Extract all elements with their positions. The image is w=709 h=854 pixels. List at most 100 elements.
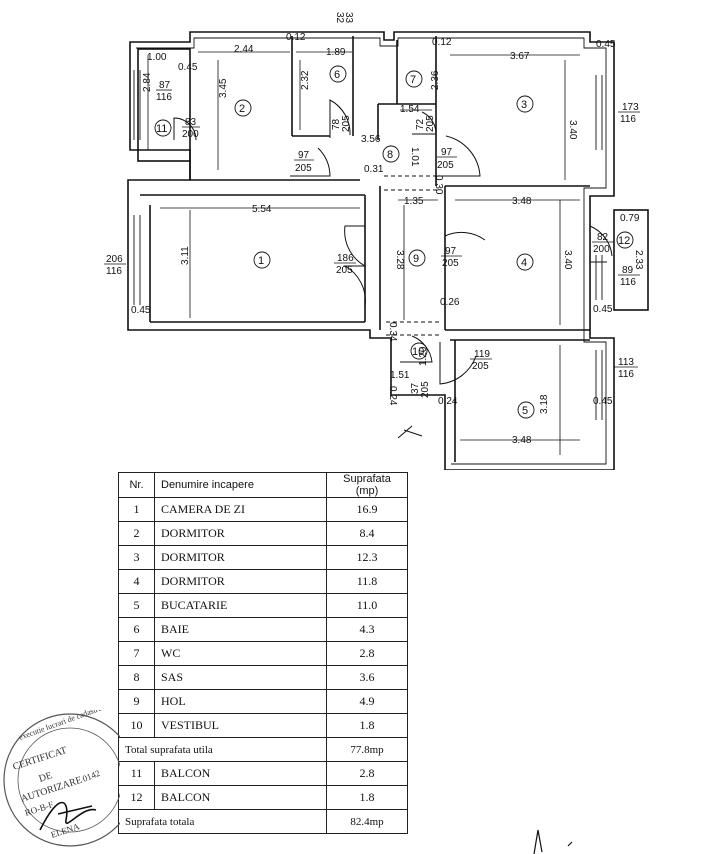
svg-text:205: 205 (295, 163, 312, 174)
svg-text:200: 200 (593, 244, 610, 255)
signature-icon (39, 801, 97, 831)
outer-wall (127, 31, 615, 470)
doors (173, 99, 613, 385)
svg-text:205: 205 (425, 115, 436, 132)
certification-stamp: executie lucrari de cadastru CERTIFICAT … (3, 710, 120, 847)
svg-text:200: 200 (182, 129, 199, 140)
grand-total-label: Suprafata totala (118, 809, 327, 834)
svg-text:78: 78 (331, 118, 342, 130)
room-markers: 1 2 3 4 5 6 7 8 9 10 11 12 (154, 65, 634, 419)
svg-text:72: 72 (415, 118, 426, 130)
svg-text:37: 37 (410, 382, 421, 394)
dim-text: 5.54 (252, 204, 272, 215)
dim-text: 2.36 (430, 70, 441, 90)
svg-text:119: 119 (474, 349, 490, 360)
room-no-6: 6 (334, 69, 340, 81)
dim-text: 0.26 (440, 297, 460, 308)
header-name: Denumire incapere (154, 472, 327, 498)
dim-text: 0.31 (364, 164, 384, 175)
room-no-9: 9 (413, 253, 419, 265)
svg-text:89: 89 (622, 265, 634, 276)
svg-text:116: 116 (156, 92, 172, 103)
dim-text: 2.33 (633, 250, 644, 270)
balcony-11-outline (137, 48, 191, 162)
signature-mark-icon (533, 829, 573, 854)
svg-text:116: 116 (618, 369, 634, 380)
table-header: Nr. Denumire incapere Suprafata (mp) (118, 472, 408, 498)
dim-text: 3.18 (539, 394, 550, 414)
room-no-2: 2 (239, 103, 245, 115)
dim-text: 0.45 (596, 39, 616, 50)
svg-text:205: 205 (420, 381, 431, 398)
svg-text:116: 116 (620, 114, 636, 125)
dim-text: 0.24 (438, 396, 458, 407)
room-no-8: 8 (387, 149, 393, 161)
svg-text:82: 82 (597, 232, 609, 243)
top-label-1: 32 (334, 12, 345, 24)
dim-text: 3.67 (510, 51, 530, 62)
top-label-2: 33 (343, 12, 354, 24)
floor-plan: 32 33 (104, 12, 649, 470)
room-no-12: 12 (618, 235, 630, 247)
dim-text: 1.51 (390, 370, 410, 381)
dim-text: 0.12 (286, 32, 306, 43)
svg-text:205: 205 (472, 361, 489, 372)
dim-text: 3.48 (512, 435, 532, 446)
room-no-4: 4 (521, 257, 527, 269)
dim-text: 2.32 (300, 70, 311, 90)
dim-text: 0.45 (593, 396, 613, 407)
dim-text: 3.28 (394, 250, 405, 270)
dim-text: 0.24 (387, 386, 398, 406)
svg-text:205: 205 (442, 258, 459, 269)
north-arrow-icon (397, 425, 423, 439)
room-no-1: 1 (258, 255, 264, 267)
header-area: Suprafata (mp) (326, 472, 408, 498)
svg-text:205: 205 (336, 265, 353, 276)
grand-total-value: 82.4mp (326, 809, 408, 834)
balcony-12-outline (613, 209, 649, 311)
dim-text: 1.00 (147, 52, 167, 63)
header-nr: Nr. (118, 472, 155, 498)
dim-text: 3.56 (361, 134, 381, 145)
room-no-7: 7 (410, 74, 416, 86)
stamp-line-6: ELENA (50, 821, 82, 840)
dim-text: 2.44 (234, 44, 254, 55)
room-no-5: 5 (522, 405, 528, 417)
stamp-line-5: 0142 (81, 768, 101, 784)
svg-text:97: 97 (441, 147, 453, 158)
svg-text:113: 113 (618, 357, 634, 368)
dim-text: 0.12 (432, 37, 452, 48)
svg-text:97: 97 (298, 150, 310, 161)
inner-outline (136, 37, 607, 465)
dim-text: 0.45 (131, 305, 151, 316)
svg-text:205: 205 (437, 160, 454, 171)
dim-text: 0.45 (178, 62, 198, 73)
dim-text: 3.45 (218, 78, 229, 98)
dim-text: 1.89 (326, 47, 346, 58)
dim-text: 1.35 (404, 196, 424, 207)
svg-text:83: 83 (185, 117, 197, 128)
dim-text: 0.30 (433, 175, 444, 195)
svg-text:205: 205 (341, 115, 352, 132)
stamp-line-2: DE (38, 770, 54, 785)
room-no-10: 10 (412, 346, 424, 358)
dim-text: 3.40 (562, 250, 573, 270)
dim-text: 3.48 (512, 196, 532, 207)
room-no-3: 3 (521, 99, 527, 111)
room-no-11: 11 (156, 123, 167, 135)
svg-text:186: 186 (337, 253, 354, 264)
svg-text:116: 116 (106, 266, 122, 277)
